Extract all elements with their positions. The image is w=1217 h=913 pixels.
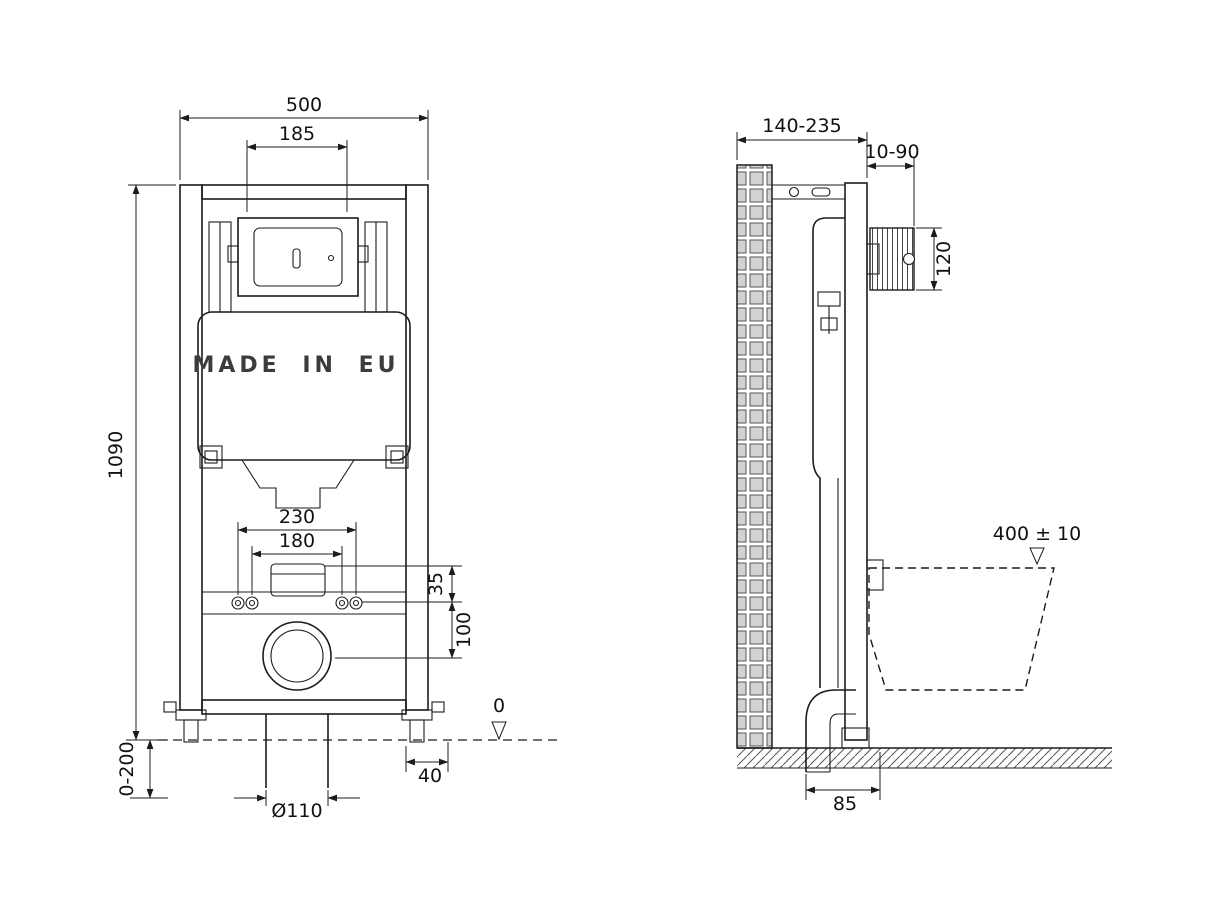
depth-range-dim-label: 140-235 [762, 115, 841, 137]
side-view: 140-235 10-90 120 400 ± 10 85 [736, 115, 1112, 815]
support-brackets [208, 221, 388, 313]
dim-drain-110: Ø110 [234, 790, 360, 822]
dim-drain-offset: 85 [805, 752, 881, 815]
dim-width-500: 500 [179, 94, 429, 180]
bracket-hole [788, 186, 800, 198]
dim-offset-35: 35 [325, 565, 462, 603]
dim-depth-range: 140-235 [736, 115, 868, 178]
zero-level-label: 0 [493, 695, 505, 717]
height-dim-label: 1090 [105, 431, 127, 479]
cistern-tab-left [199, 445, 223, 469]
cistern-tab-right [385, 445, 409, 469]
leg-range-dim-label: 0-200 [116, 741, 138, 796]
floor-section [737, 747, 1112, 769]
right-foot [401, 709, 433, 743]
dim-outlet-230: 230 [237, 506, 357, 595]
dim-leg-range: 0-200 [116, 739, 168, 799]
drain-pipe [265, 714, 329, 788]
dim-fixing-180: 180 [251, 530, 343, 595]
anchor-tab-left [163, 701, 177, 713]
width-dim-label: 500 [286, 94, 322, 116]
dim-plate-185: 185 [246, 123, 348, 212]
outlet-connector [262, 621, 332, 691]
dim-side-40: 40 [405, 742, 449, 787]
front-view: MADE IN EU [105, 94, 560, 822]
offset-35-dim-label: 35 [425, 572, 447, 596]
frame-rail-profile [772, 182, 870, 749]
fixing-bolts [231, 596, 363, 610]
dim-offset-100: 100 [335, 601, 475, 659]
fixing-span-dim-label: 180 [279, 530, 315, 552]
cistern-profile [812, 217, 845, 688]
plate-depth-dim-label: 10-90 [864, 141, 919, 163]
offset-100-dim-label: 100 [453, 612, 475, 648]
actuator-rod-end [902, 252, 916, 266]
bowl-height-dim-label: 400 ± 10 [993, 523, 1081, 545]
plate-clip-right [357, 245, 369, 263]
zero-level-marker: 0 [491, 695, 507, 741]
outlet-span-dim-label: 230 [279, 506, 315, 528]
dim-bowl-height: 400 ± 10 [993, 523, 1081, 566]
actuator-height-dim-label: 120 [933, 241, 955, 277]
left-foot [175, 709, 207, 743]
drain-diameter-dim-label: Ø110 [271, 800, 322, 822]
cistern: MADE IN EU [192, 311, 411, 509]
side-offset-dim-label: 40 [418, 765, 442, 787]
fill-valve [817, 291, 841, 307]
dim-plate-depth: 10-90 [864, 141, 920, 226]
actuator-assembly [866, 227, 916, 291]
dim-height-1090: 1090 [105, 184, 176, 741]
plate-pin [327, 254, 335, 262]
flush-button-slot [292, 248, 301, 269]
made-in-eu-label: MADE IN EU [192, 353, 399, 378]
wall-section [736, 164, 773, 749]
flush-plate-opening [227, 217, 369, 297]
inlet-elbow [270, 563, 326, 597]
plate-width-dim-label: 185 [279, 123, 315, 145]
drain-offset-dim-label: 85 [833, 793, 857, 815]
bowl-outlet-bracket [866, 559, 884, 591]
flush-valve-funnel [241, 459, 355, 509]
drain-elbow [805, 689, 856, 773]
toilet-bowl-outline [868, 567, 1055, 691]
frame-structure [163, 184, 445, 743]
anchor-tab-right [431, 701, 445, 713]
plate-clip-left [227, 245, 239, 263]
bracket-slot [811, 187, 831, 197]
dim-actuator-120: 120 [916, 227, 955, 291]
